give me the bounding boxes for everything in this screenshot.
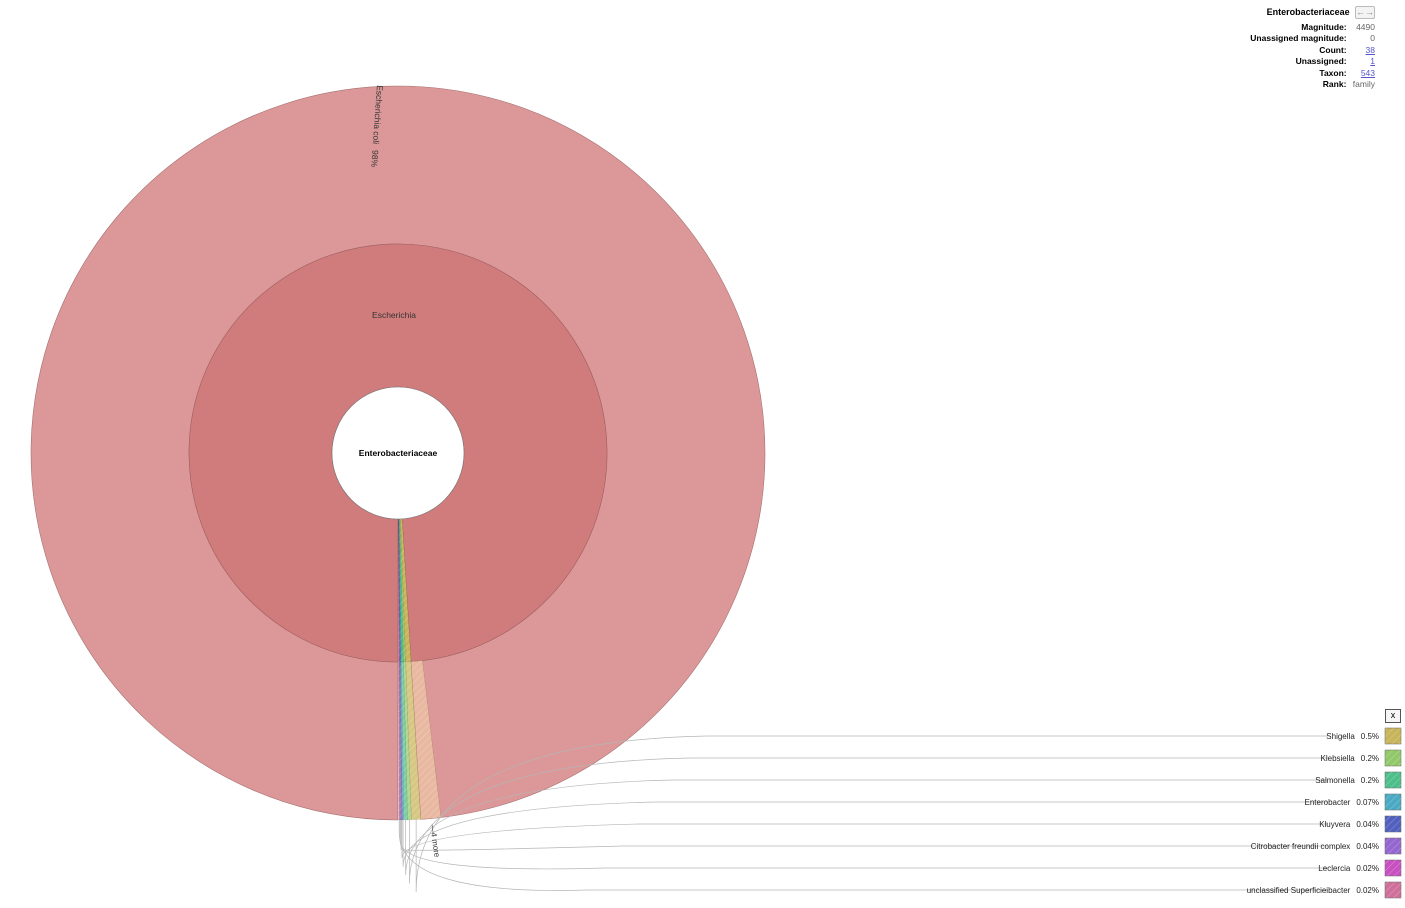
- wedge-hatch: [398, 661, 400, 820]
- count-link[interactable]: 38: [1365, 44, 1375, 55]
- wedge-hatch: [398, 518, 400, 662]
- wedge-hatch: [398, 661, 401, 820]
- count-label: Count:: [1319, 44, 1347, 55]
- legend-swatch-hatch: [1385, 882, 1401, 898]
- legend-swatch-hatch: [1385, 750, 1401, 766]
- callout-line: [399, 819, 1280, 870]
- wedge-hatch: [411, 660, 442, 820]
- wedge-hatch: [399, 518, 406, 662]
- inner-ring-label: Escherichia: [372, 310, 416, 320]
- count-row: Count: 38: [1250, 45, 1375, 56]
- magnitude-label: Magnitude:: [1301, 22, 1347, 32]
- taxon-row: Taxon: 543: [1250, 68, 1375, 79]
- legend-swatch-hatch: [1385, 838, 1401, 854]
- wedge-hatch: [398, 518, 401, 662]
- wedge-hatch: [400, 661, 404, 820]
- details-title: Enterobacteriaceae: [1266, 7, 1350, 17]
- taxon-link[interactable]: 543: [1360, 67, 1375, 78]
- wedge-hatch: [400, 518, 412, 662]
- legend-swatch-hatch: [1385, 728, 1401, 744]
- root-label: Enterobacteriaceae: [359, 448, 438, 458]
- details-panel: Enterobacteriaceae ←→ Magnitude: 4490 Un…: [1250, 5, 1375, 90]
- callout-line: [398, 819, 1280, 891]
- root-node[interactable]: [331, 386, 465, 520]
- wedge-hatch: [401, 661, 408, 820]
- legend-swatch-hatch: [1385, 794, 1401, 810]
- wedge-hatch: [405, 661, 421, 820]
- unassigned-row: Unassigned: 1: [1250, 56, 1375, 67]
- details-title-row: Enterobacteriaceae ←→: [1250, 5, 1375, 20]
- callout-line: [402, 801, 1280, 867]
- legend-swatch-hatch: [1385, 816, 1401, 832]
- wedge-hatch: [398, 518, 399, 662]
- unassigned-link[interactable]: 1: [1370, 56, 1375, 67]
- rank-label: Rank:: [1322, 78, 1347, 89]
- wedge-hatch: [399, 661, 403, 820]
- outer-ring-label: Escherichia coli98%: [369, 85, 385, 168]
- wedge-hatch: [398, 518, 402, 662]
- legend-swatch-hatch: [1385, 772, 1401, 788]
- callout-line: [415, 735, 1280, 893]
- taxon-label: Taxon:: [1319, 67, 1347, 78]
- wedge-hatch: [398, 518, 400, 662]
- callout-line: [405, 779, 1280, 876]
- callout-line: [401, 819, 1280, 859]
- wedge-hatch: [399, 661, 402, 820]
- wedge-hatch: [403, 661, 412, 820]
- magnitude-value: 4490: [1356, 22, 1375, 32]
- unassigned-label: Unassigned:: [1295, 56, 1347, 67]
- magnitude-row: Magnitude: 4490: [1250, 22, 1375, 33]
- rank-value: family: [1352, 78, 1375, 89]
- close-button[interactable]: x: [1385, 709, 1401, 723]
- rank-row: Rank: family: [1250, 79, 1375, 90]
- legend-swatch-hatch: [1385, 860, 1401, 876]
- callout-line: [400, 819, 1280, 851]
- unassigned-magnitude-value: 0: [1370, 33, 1375, 44]
- unassigned-magnitude-row: Unassigned magnitude: 0: [1250, 33, 1375, 44]
- expand-icon[interactable]: ←→: [1355, 6, 1375, 20]
- wedge-hatch: [399, 518, 404, 662]
- unassigned-magnitude-label: Unassigned magnitude:: [1250, 33, 1347, 44]
